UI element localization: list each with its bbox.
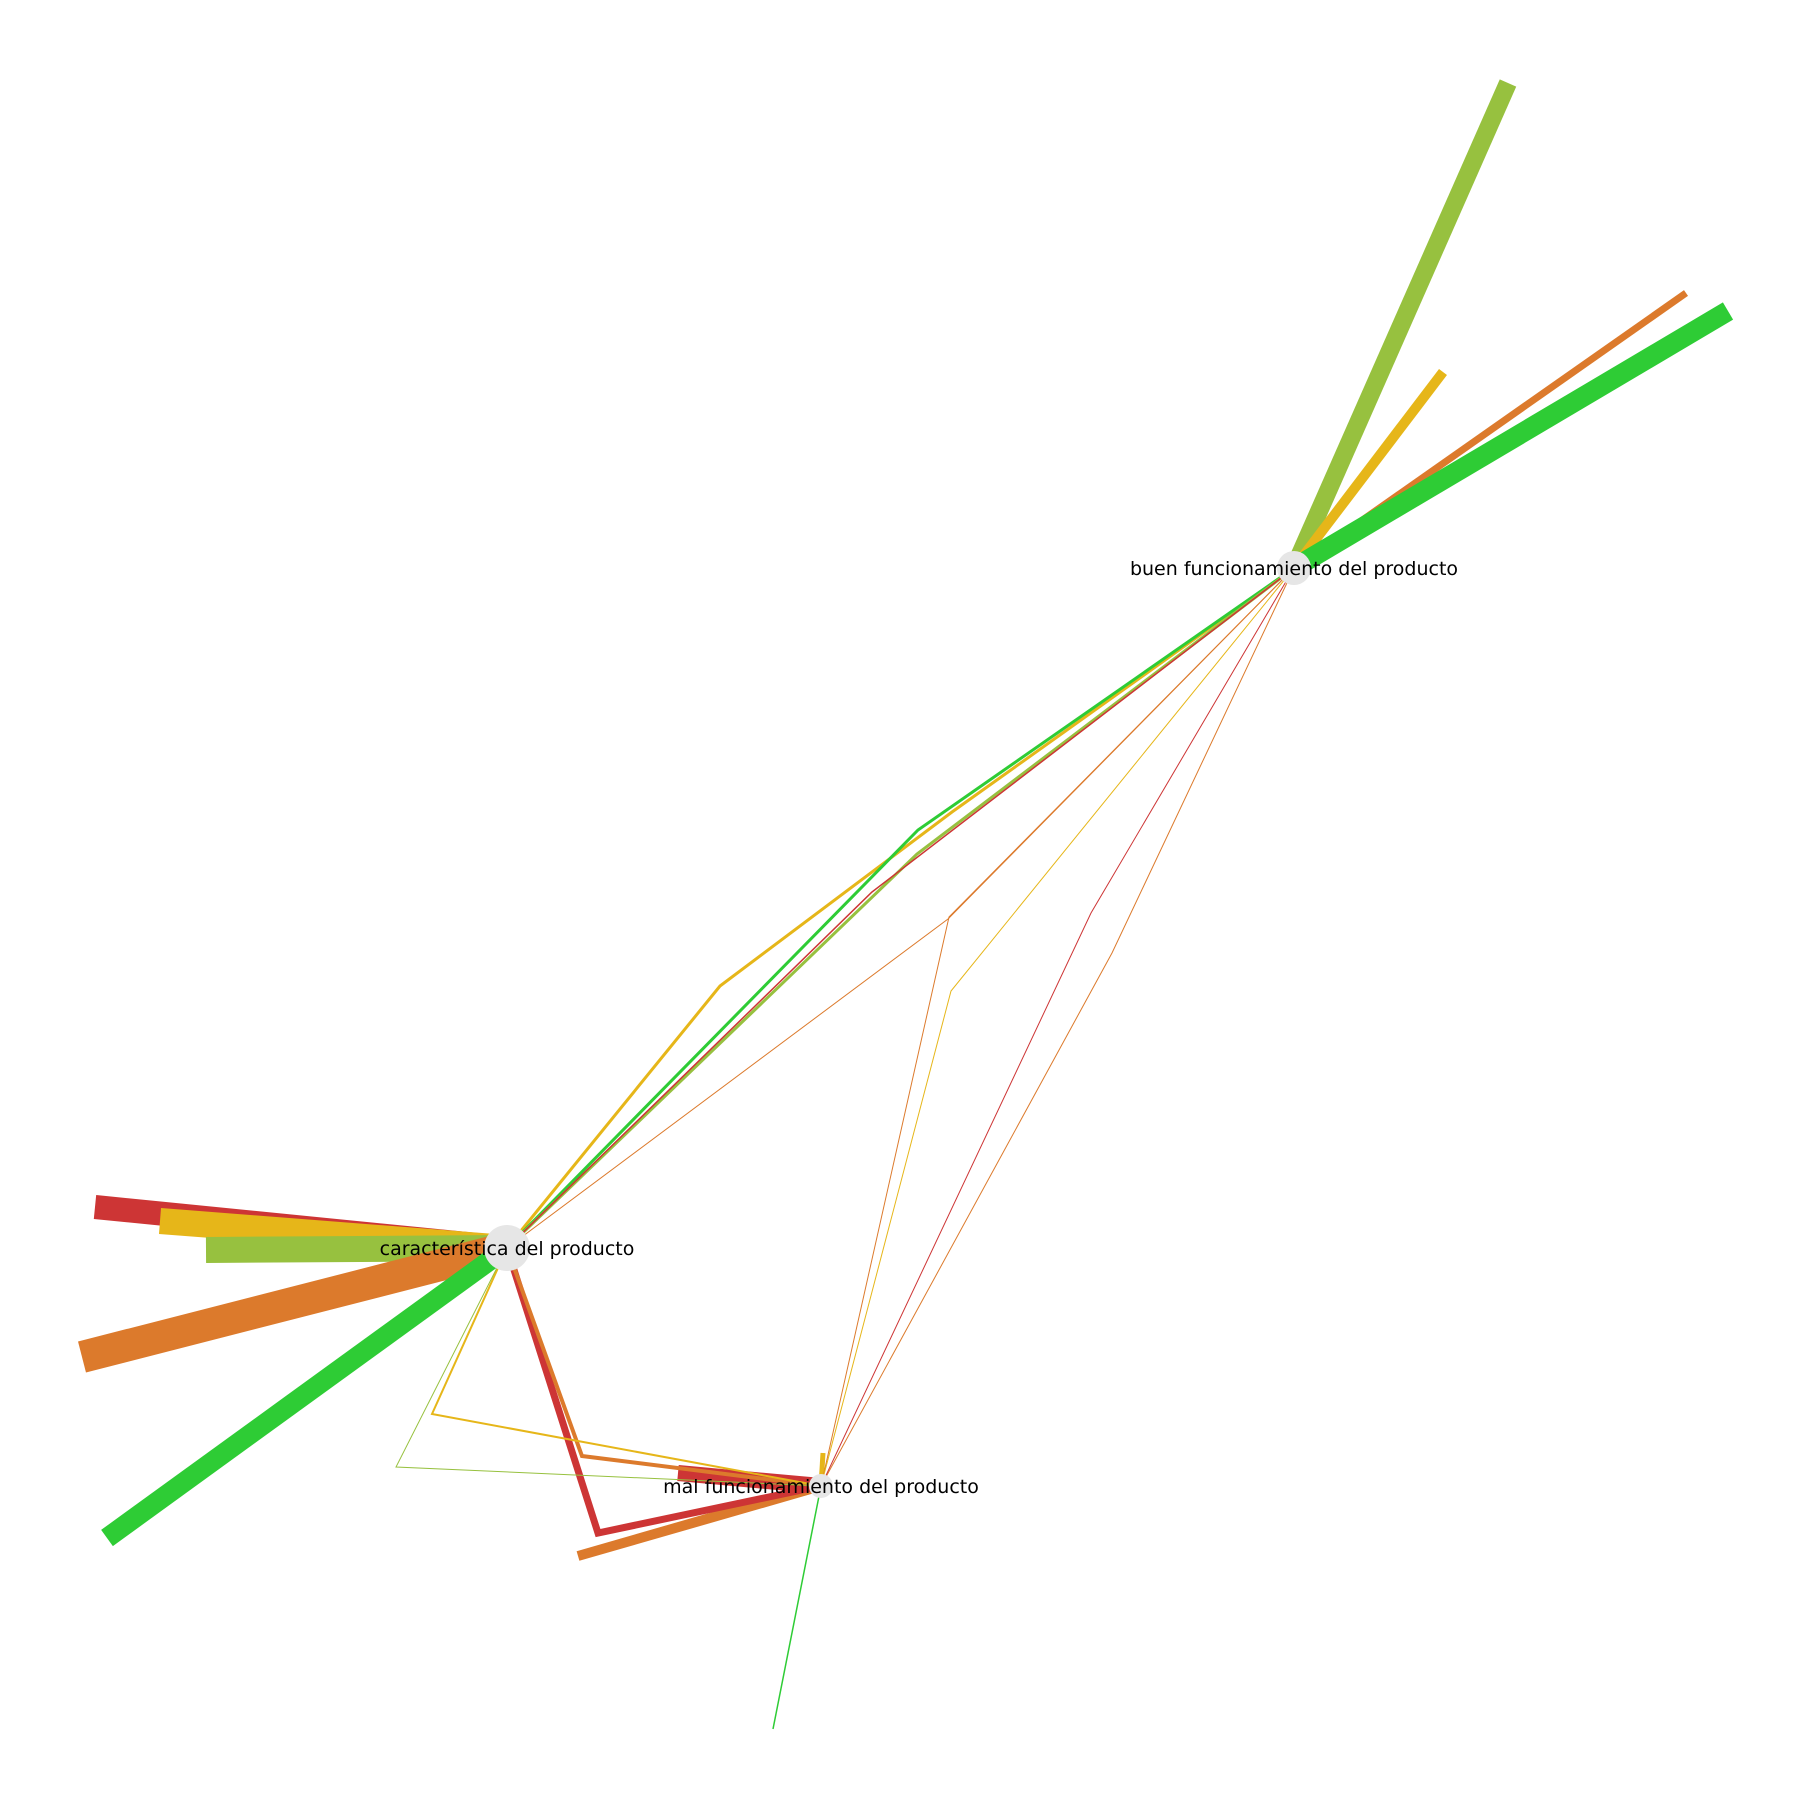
nodes-layer: buen funcionamiento del producto caracte…	[380, 551, 1458, 1498]
edge-car-mal-olive	[395, 1247, 822, 1487]
node-caracteristica[interactable]: característica del producto	[380, 1225, 635, 1271]
node-label-mal-funcionamiento: mal funcionamiento del producto	[663, 1476, 979, 1498]
node-label-buen-funcionamiento: buen funcionamiento del producto	[1130, 558, 1458, 580]
node-circle	[1277, 551, 1311, 585]
edge-buen-olive-dangling	[1285, 79, 1517, 572]
node-buen-funcionamiento[interactable]: buen funcionamiento del producto	[1130, 551, 1458, 585]
edge-car-buen-yellow	[505, 566, 1295, 1249]
node-label-caracteristica: característica del producto	[380, 1238, 635, 1260]
edge-mal-buen-orange-b	[820, 567, 1295, 1487]
edge-car-buen-red	[506, 567, 1295, 1249]
node-circle	[484, 1225, 530, 1271]
edge-car-orange-dangling	[78, 1232, 511, 1373]
edge-car-buen-olive	[505, 566, 1295, 1250]
edge-car-buen-green	[505, 566, 1295, 1250]
edge-buen-green-dangling	[1288, 302, 1734, 577]
edge-buen-yellow-dangling	[1290, 368, 1447, 572]
edge-car-buen-orange	[506, 567, 1295, 1249]
edge-mal-green-dangling	[772, 1485, 822, 1730]
edges-layer	[78, 79, 1734, 1730]
edge-car-mal-yellow	[430, 1247, 822, 1487]
edge-car-mal-orange	[505, 1247, 822, 1488]
node-mal-funcionamiento[interactable]: mal funcionamiento del producto	[663, 1474, 979, 1498]
node-circle	[809, 1474, 833, 1498]
edge-mal-buen-orange-a	[820, 567, 1295, 1487]
edge-car-green-dangling	[101, 1239, 513, 1547]
edge-mal-buen-red	[820, 567, 1295, 1487]
edge-mal-buen-yellow	[820, 567, 1295, 1487]
edge-car-mal-red	[503, 1246, 822, 1538]
